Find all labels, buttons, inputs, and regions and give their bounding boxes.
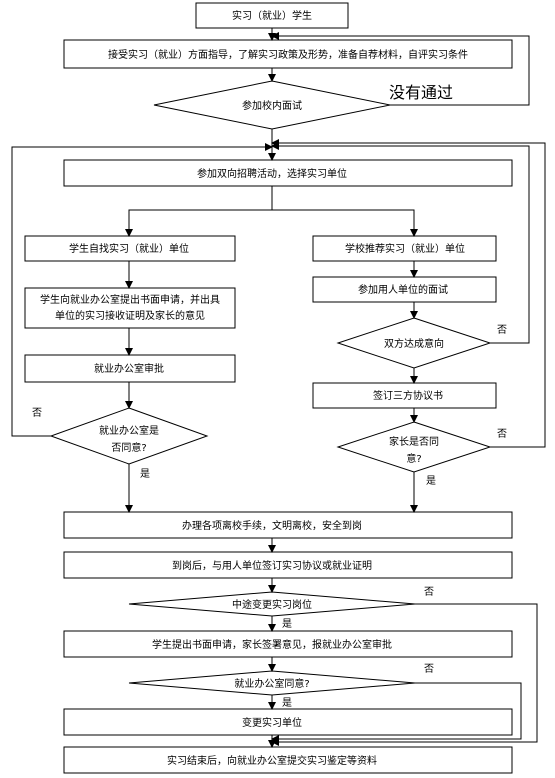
yes-label-midway: 是	[282, 618, 292, 630]
change-unit-box	[63, 708, 513, 736]
arrival-box	[63, 551, 513, 579]
employer-interview-box	[312, 276, 497, 303]
not-passed-label: 没有通过	[389, 83, 453, 102]
written-app-label-1: 学生向就业办公室提出书面申请，并出具	[40, 293, 220, 306]
interview-label: 参加校内面试	[242, 99, 302, 112]
midway-change-label: 中途变更实习岗位	[232, 598, 312, 611]
end-box	[63, 746, 513, 774]
parent-agree-label-2: 意?	[406, 452, 421, 465]
employer-interview-label: 参加用人单位的面试	[358, 283, 448, 296]
guidance-label: 接受实习（就业）方面指导，了解实习政策及形势，准备自荐材料，自评实习条件	[108, 48, 468, 61]
end-label: 实习结束后，向就业办公室提交实习鉴定等资料	[167, 754, 377, 767]
school-rec-label: 学校推荐实习（就业）单位	[345, 242, 465, 255]
school-rec-box	[312, 235, 497, 262]
loop-parent-no	[271, 139, 546, 448]
no-label-change: 否	[424, 663, 434, 675]
office-agree-label-2: 否同意?	[111, 441, 146, 454]
start-label: 实习（就业）学生	[232, 9, 312, 22]
split-school-rec	[272, 209, 418, 237]
yes-label-office: 是	[140, 468, 150, 480]
office-agree-change-label: 就业办公室同意?	[234, 677, 309, 690]
change-unit-label: 变更实习单位	[242, 716, 302, 729]
change-request-label: 学生提出书面申请，家长签署意见，报就业办公室审批	[152, 638, 392, 651]
no-label-midway: 否	[424, 586, 434, 598]
job-fair-label: 参加双向招聘活动，选择实习单位	[197, 167, 347, 180]
arrival-label: 到岗后，与用人单位签订实习协议或就业证明	[172, 559, 372, 572]
loop-office-no	[11, 143, 273, 437]
loop-not-passed	[271, 32, 530, 106]
no-label-office: 否	[32, 407, 42, 419]
bypass-agree-no	[271, 682, 522, 743]
office-approval-label: 就业办公室审批	[94, 362, 164, 375]
office-approval-box	[24, 354, 236, 383]
procedures-label: 办理各项离校手续，文明离校，安全到岗	[182, 519, 362, 532]
sign-tripartite-label: 签订三方协议书	[373, 389, 443, 402]
split-self-find	[125, 186, 273, 237]
no-label-parent: 否	[497, 428, 507, 440]
written-app-box	[24, 287, 236, 329]
start-box	[195, 2, 349, 29]
yes-label-parent: 是	[426, 475, 436, 487]
loop-intent-no	[271, 142, 530, 344]
written-app-label-2: 单位的实习接收证明及家长的意见	[55, 309, 205, 322]
self-find-label: 学生自找实习（就业）单位	[69, 242, 189, 255]
office-agree-label-1: 就业办公室是	[99, 424, 159, 437]
self-find-box	[24, 235, 236, 262]
mutual-intent-label: 双方达成意向	[384, 337, 444, 350]
yes-label-change: 是	[282, 697, 292, 709]
sign-tripartite-box	[312, 382, 497, 409]
procedures-box	[63, 511, 513, 539]
bypass-midway-no	[271, 603, 538, 746]
guidance-box	[63, 39, 513, 69]
parent-agree-label-1: 家长是否同	[389, 435, 439, 448]
job-fair-box	[63, 159, 513, 187]
change-request-box	[63, 630, 513, 658]
no-label-intent: 否	[497, 324, 507, 336]
